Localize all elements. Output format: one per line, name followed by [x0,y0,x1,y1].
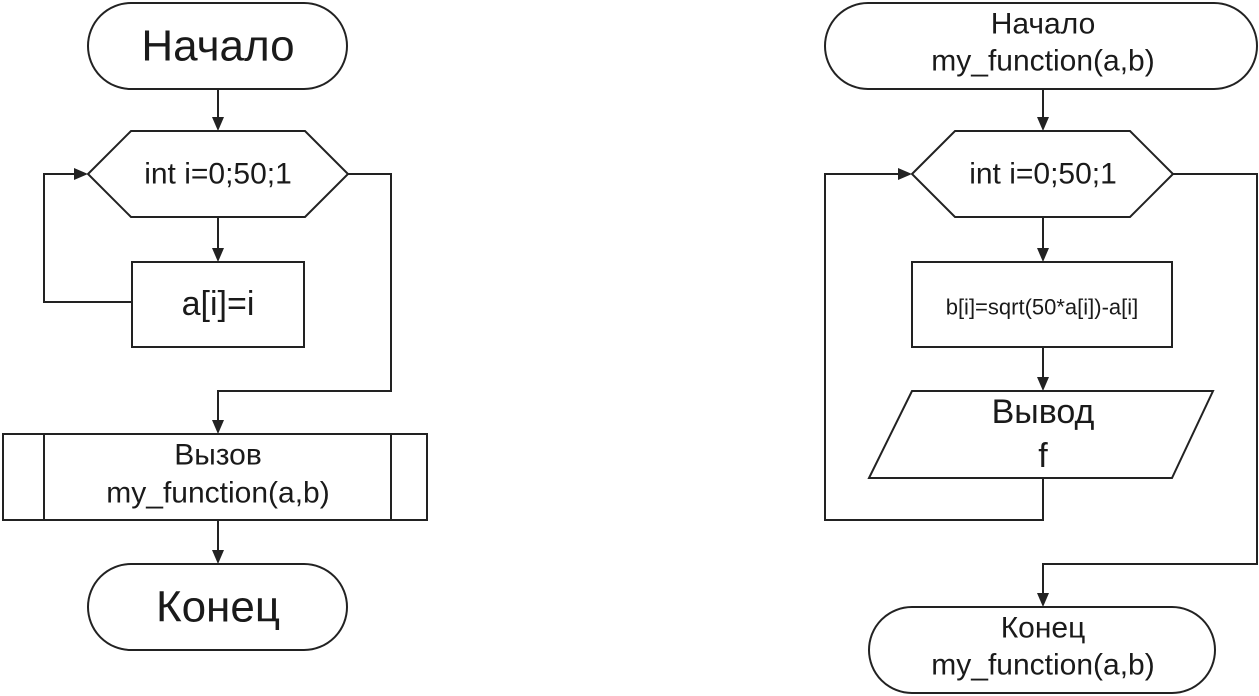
right-start-terminator: Начало my_function(a,b) [824,2,1258,90]
right-compute-shape [911,261,1173,348]
right-end-shape [868,606,1216,694]
left-end-label: Конец [156,583,280,632]
right-flowchart: Начало my_function(a,b) int i=0;50;1 b[i… [824,2,1258,694]
left-call-label-line1: Вызов [174,439,262,472]
left-exit-arrowhead [212,420,224,434]
left-loopback-arrowhead [74,168,88,180]
right-output-io: Вывод f [867,390,1215,479]
right-start-shape [824,2,1258,90]
right-loopback-connector [824,173,1044,521]
right-loop-label: int i=0;50;1 [969,158,1117,191]
right-output-shape [867,390,1215,479]
left-call-shape [2,433,428,521]
left-loop-label: int i=0;50;1 [144,158,292,191]
left-call-subroutine: Вызов my_function(a,b) [2,433,428,521]
right-end-terminator: Конец my_function(a,b) [868,606,1216,694]
right-end-label-line1: Конец [1001,612,1086,645]
right-arrowhead-loop [1037,117,1049,131]
right-start-label-line2: my_function(a,b) [931,45,1154,78]
right-compute-label: b[i]=sqrt(50*a[i])-a[i] [946,295,1139,320]
left-assign-label: a[i]=i [182,285,255,323]
right-loop-hexagon: int i=0;50;1 [910,130,1175,218]
left-exit-connector [217,173,392,421]
left-start-label: Начало [141,22,294,71]
left-flowchart: Начало int i=0;50;1 a[i]=i Вызов [2,2,428,651]
left-end-terminator: Конец [87,563,348,651]
right-exit-arrowhead [1037,593,1049,607]
right-end-label-line2: my_function(a,b) [931,649,1154,682]
left-assign-process: a[i]=i [131,261,305,348]
right-exit-connector [1042,173,1258,594]
right-compute-process: b[i]=sqrt(50*a[i])-a[i] [911,261,1173,348]
left-end-shape [87,563,348,651]
right-output-label-line2: f [1038,437,1048,475]
right-arrowhead-compute [1037,248,1049,262]
left-arrowhead-assign [212,248,224,262]
left-arrowhead-end [212,550,224,564]
left-start-terminator: Начало [87,2,348,90]
left-assign-shape [131,261,305,348]
right-start-label-line1: Начало [991,8,1096,41]
left-arrowhead-loop [212,117,224,131]
left-loopback-connector [43,173,132,303]
right-loopback-arrowhead [898,168,912,180]
right-arrowhead-output [1037,377,1049,391]
left-call-label-line2: my_function(a,b) [106,477,329,510]
left-loop-hexagon: int i=0;50;1 [86,130,350,218]
right-output-label-line1: Вывод [992,393,1095,431]
